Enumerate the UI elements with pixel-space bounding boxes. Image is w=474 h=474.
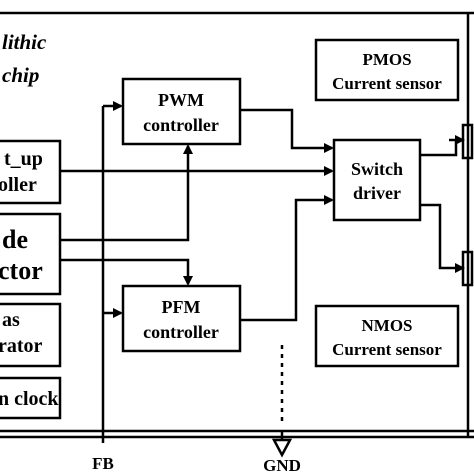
bias-label1: as — [2, 309, 20, 331]
switch-driver-label2: driver — [353, 183, 401, 203]
fb-pin-label: FB — [92, 454, 114, 473]
pwm-label1: PWM — [158, 90, 204, 110]
pfm-controller-block: PFM controller — [121, 284, 242, 353]
mode-detector-label1: de — [2, 225, 28, 254]
pwm-controller-block: PWM controller — [121, 77, 242, 146]
gnd-pin-label: GND — [263, 456, 301, 474]
pfm-label2: controller — [143, 322, 219, 342]
bias-label2: rator — [0, 335, 43, 357]
mode-to-pwm-arrow — [60, 144, 193, 242]
bias-generator-block: as rator — [0, 302, 62, 368]
pwm-to-driver-arrow — [240, 108, 334, 153]
title-line2: chip — [2, 63, 39, 87]
nmos-label2: Current sensor — [332, 340, 442, 359]
pwm-label2: controller — [143, 115, 219, 135]
softstart-label1: t_up — [4, 148, 43, 170]
driver-to-nmos-arrow — [420, 203, 465, 273]
mode-to-pfm-arrow — [60, 258, 193, 286]
switch-driver-label1: Switch — [351, 159, 403, 179]
switch-driver-block: Switch driver — [332, 138, 422, 222]
ground-symbol-icon — [271, 438, 293, 458]
pfm-label1: PFM — [162, 297, 201, 317]
nmos-current-sensor-block: NMOS Current sensor — [314, 304, 460, 368]
mode-detector-label2: ctor — [0, 256, 43, 285]
pmos-label1: PMOS — [362, 50, 411, 69]
power-transistors — [461, 123, 474, 287]
mode-detector-block: de ctor — [0, 212, 62, 296]
driver-to-pmos-wire — [420, 140, 458, 157]
pfm-to-driver-arrow — [240, 195, 334, 322]
nmos-label1: NMOS — [362, 316, 413, 335]
nmos-transistor-gate — [461, 250, 474, 287]
clock-label: n clock — [0, 388, 59, 410]
pmos-transistor-gate — [461, 123, 474, 160]
clock-block: n clock — [0, 376, 62, 420]
softstart-label2: oller — [0, 174, 37, 196]
chip-boundary — [0, 11, 474, 439]
signal-wires — [60, 101, 465, 443]
pmos-current-sensor-block: PMOS Current sensor — [314, 38, 460, 102]
softstart-controller-block: t_up oller — [0, 139, 62, 205]
title-line1: lithic — [2, 30, 47, 54]
pmos-label2: Current sensor — [332, 74, 442, 93]
